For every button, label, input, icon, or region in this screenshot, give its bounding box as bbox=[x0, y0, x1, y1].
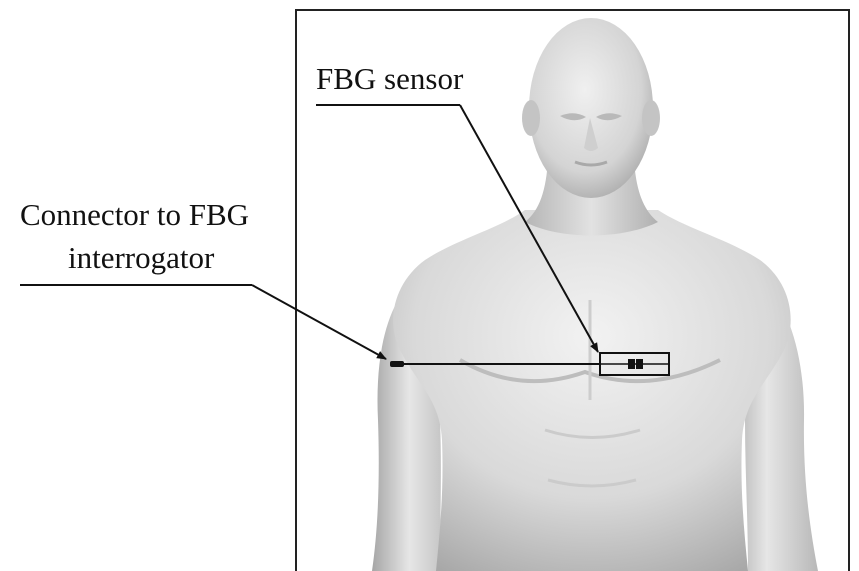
connector-label-line2: interrogator bbox=[68, 240, 215, 275]
fbg-grating-element bbox=[636, 359, 643, 369]
sensor-label: FBG sensor bbox=[316, 61, 464, 96]
connector-icon bbox=[390, 361, 404, 367]
connector-leader-arrow bbox=[252, 285, 386, 359]
human-torso-model bbox=[372, 18, 818, 571]
connector-label-line1: Connector to FBG bbox=[20, 197, 249, 232]
connector-callout: Connector to FBG interrogator bbox=[20, 197, 386, 359]
left-ear bbox=[522, 100, 540, 136]
head bbox=[529, 18, 653, 198]
right-ear bbox=[642, 100, 660, 136]
torso bbox=[393, 210, 791, 571]
fbg-grating-element bbox=[628, 359, 635, 369]
